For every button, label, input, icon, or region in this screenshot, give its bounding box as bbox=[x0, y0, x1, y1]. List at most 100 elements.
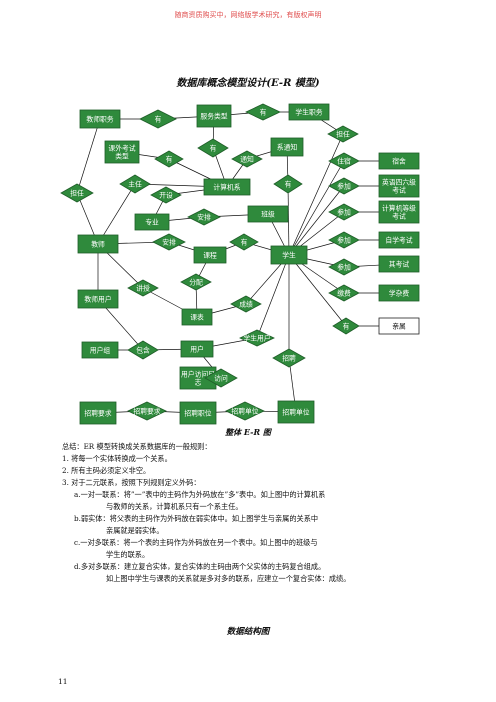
node-label: 学生职务 bbox=[295, 108, 322, 117]
node-label: 参加 bbox=[337, 236, 351, 245]
figure-caption: 整体 E-R 图 bbox=[225, 427, 271, 437]
node-label: 亲属 bbox=[392, 322, 406, 331]
entity-xtz: 系通知 bbox=[270, 137, 304, 157]
node-label: 分配 bbox=[189, 278, 203, 287]
connector-xs-canjia1 bbox=[288, 185, 345, 256]
node-label: 有 bbox=[343, 322, 350, 331]
rule-3b-cont: 亲属就是弱实体。 bbox=[106, 526, 164, 535]
node-label: 访问 bbox=[214, 374, 228, 383]
connector-danren2-xs bbox=[288, 133, 344, 256]
node-label: 招聘 bbox=[282, 354, 296, 363]
relation-zpdw_r: 招聘单位 bbox=[225, 401, 265, 421]
relation-baohan: 包含 bbox=[127, 340, 159, 360]
node-label: 招聘职位 bbox=[184, 409, 211, 418]
entity-xzf: 学杂费 bbox=[378, 284, 420, 302]
relation-canjia3: 参加 bbox=[328, 231, 360, 249]
entity-zpyq: 招聘要求 bbox=[79, 401, 117, 425]
entity-js: 教师 bbox=[77, 234, 119, 254]
node-label: 包含 bbox=[136, 346, 150, 355]
watermark: 随商资质购买中，网络版学术研究，有版权声明 bbox=[174, 11, 322, 19]
node-label: 专业 bbox=[145, 218, 159, 227]
rule-3c: c.一对多联系：将一个表的主码作为外码放在另一个表中。如上图中的班级与 bbox=[74, 538, 318, 547]
relation-zhusu: 住宿 bbox=[328, 152, 360, 170]
entity-yhz: 用户组 bbox=[81, 341, 119, 359]
page-title: 数据库概念模型设计(E-R 模型) bbox=[176, 78, 320, 89]
node-label: 学生用户 bbox=[243, 334, 270, 343]
node-label: 学生 bbox=[282, 251, 296, 260]
entity-kwks: 课外考试类型 bbox=[104, 140, 140, 164]
entity-ks: 其考试 bbox=[378, 255, 420, 273]
relation-you4: 有 bbox=[154, 150, 184, 168]
node-label: 课外考试类型 bbox=[108, 144, 135, 161]
connector-xs-zhusu bbox=[288, 160, 345, 256]
node-label: 学杂费 bbox=[389, 289, 410, 298]
relation-fenpei: 分配 bbox=[180, 273, 212, 291]
node-label: 有 bbox=[285, 180, 292, 189]
node-label: 用户访问日志 bbox=[181, 370, 215, 387]
rule-3d-cont: 如上图中学生与课表的关系就是多对多的联系，应建立一个复合实体：成绩。 bbox=[106, 574, 351, 583]
relation-you7: 有 bbox=[332, 317, 360, 335]
connector-you5-xs bbox=[287, 183, 290, 256]
entity-yyks: 英语四六级考试 bbox=[378, 174, 420, 198]
node-label: 有 bbox=[166, 155, 173, 164]
node-label: 用户组 bbox=[90, 346, 111, 355]
entity-kb: 课表 bbox=[181, 308, 213, 326]
node-label: 讲授 bbox=[136, 284, 150, 293]
node-label: 有 bbox=[155, 115, 162, 124]
relation-you5: 有 bbox=[273, 174, 303, 194]
node-label: 担任 bbox=[336, 130, 350, 139]
entity-bj: 班级 bbox=[247, 205, 289, 223]
node-label: 开设 bbox=[159, 191, 173, 200]
entity-xszw: 学生职务 bbox=[288, 103, 330, 121]
node-label: 安排 bbox=[197, 213, 211, 222]
node-label: 课程 bbox=[203, 251, 217, 260]
relation-zhuren: 主任 bbox=[119, 174, 151, 194]
rule-3c-cont: 学生的联系。 bbox=[106, 550, 150, 559]
rule-3a-cont: 与教师的关系，计算机系只有一个系主任。 bbox=[106, 502, 243, 511]
relation-you6: 有 bbox=[229, 233, 259, 251]
entity-zy: 专业 bbox=[134, 213, 170, 231]
page-number: 11 bbox=[58, 677, 68, 686]
relation-jiaona: 缴费 bbox=[328, 284, 360, 302]
node-label: 住宿 bbox=[337, 157, 351, 166]
relation-canjia4: 参加 bbox=[328, 258, 360, 276]
node-label: 自学考试 bbox=[385, 236, 412, 245]
entity-jszw: 教师职务 bbox=[79, 109, 121, 129]
node-label: 教师职务 bbox=[86, 115, 113, 124]
relation-zpyq_r: 招聘要求 bbox=[127, 401, 167, 421]
entity-kc: 课程 bbox=[193, 246, 227, 264]
relation-tongzhi: 通知 bbox=[231, 150, 263, 168]
relation-anpai2: 安排 bbox=[152, 233, 186, 251]
entity-zxks: 自学考试 bbox=[378, 231, 420, 249]
node-label: 计算机系 bbox=[213, 183, 240, 192]
relation-canjia2: 参加 bbox=[328, 203, 360, 221]
node-label: 宿舍 bbox=[392, 157, 406, 166]
relation-danren2: 担任 bbox=[327, 125, 359, 143]
rule-3: 3. 对于二元联系，按照下列规则定义外码： bbox=[62, 478, 201, 487]
node-label: 有 bbox=[260, 108, 267, 117]
relation-danren1: 担任 bbox=[60, 183, 94, 203]
relation-xsyh: 学生用户 bbox=[239, 329, 275, 347]
section-subheading: 数据结构图 bbox=[226, 627, 270, 637]
relation-you2: 有 bbox=[245, 103, 281, 121]
er-diagram: 教师职务课外考试类型计算机系专业班级教师课程学生教师用户课表用户组用户用户访问日… bbox=[60, 103, 420, 425]
node-label: 成绩 bbox=[239, 300, 253, 309]
node-label: 招聘要求 bbox=[133, 407, 160, 416]
node-label: 有 bbox=[241, 238, 248, 247]
entity-xs: 学生 bbox=[270, 245, 308, 265]
node-label: 教师 bbox=[91, 240, 105, 249]
node-label: 系通知 bbox=[277, 143, 298, 152]
node-label: 招聘单位 bbox=[282, 408, 309, 417]
entity-jsj: 计算机系 bbox=[203, 178, 251, 196]
summary-block: 总结：ER 模型转换成关系数据库的一般规则： 1. 将每一个实体转换成一个关系。… bbox=[62, 441, 442, 585]
entity-qs: 亲属 bbox=[378, 317, 420, 335]
connector-jszw-danren1 bbox=[76, 118, 101, 194]
relation-jiangshou: 讲授 bbox=[127, 279, 159, 297]
connector-xsyh-xs bbox=[256, 254, 290, 339]
node-label: 服务类型 bbox=[200, 112, 227, 121]
entity-yh: 用户 bbox=[180, 340, 214, 358]
relation-anpai1: 安排 bbox=[187, 208, 221, 226]
node-label: 课表 bbox=[190, 313, 204, 322]
entity-zpdw: 招聘单位 bbox=[277, 400, 315, 424]
rule-3a: a.一对一联系：将”一”表中的主码作为外码放在”多”表中。如上图中的计算机系 bbox=[74, 490, 326, 499]
